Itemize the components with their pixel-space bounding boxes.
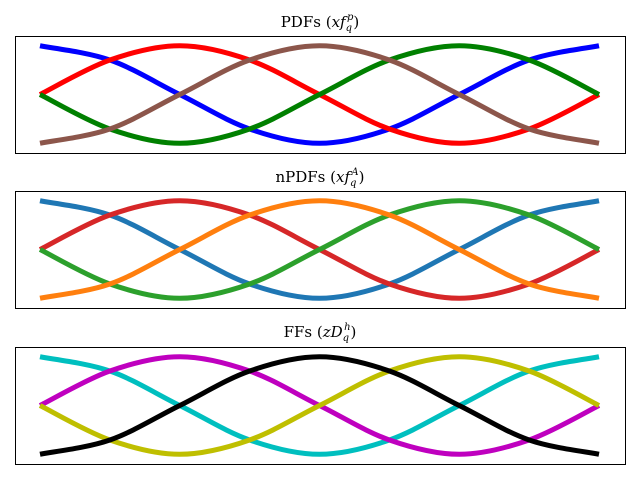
panel-title-var: xf	[336, 168, 352, 186]
panel-pdfs: PDFs (xfqp)	[15, 12, 626, 154]
series-line-npdfs-3	[38, 198, 601, 301]
panel-title-sub: q	[350, 178, 356, 189]
panel-title-main: FFs (	[284, 323, 323, 341]
panel-title-var: zD	[322, 323, 343, 341]
panel-ffs: FFs (zDqh)	[15, 322, 626, 465]
series-line-ffs-3	[38, 354, 601, 457]
panel-title-main: nPDFs (	[275, 168, 336, 186]
series-line-npdfs-4	[39, 198, 600, 301]
axes-frame-npdfs	[15, 191, 626, 309]
plot-area-ffs	[38, 354, 601, 457]
panel-title-var: xf	[332, 13, 348, 31]
axes-frame-ffs	[15, 347, 626, 465]
panel-title-npdfs: nPDFs (xfqA)	[275, 167, 364, 189]
panel-title-sup: h	[344, 322, 350, 333]
panel-title-close: )	[359, 168, 365, 186]
series-line-ffs-4	[39, 354, 600, 457]
plot-area-pdfs	[38, 43, 601, 146]
panel-title-sup: p	[347, 12, 354, 23]
panel-npdfs: nPDFs (xfqA)	[15, 167, 626, 309]
series-line-pdfs-3	[38, 43, 601, 146]
axes-frame-pdfs	[15, 36, 626, 154]
panel-title-close: )	[353, 13, 359, 31]
panel-title-close: )	[351, 323, 357, 341]
panel-title-sub: q	[343, 333, 349, 344]
panel-title-pdfs: PDFs (xfqp)	[281, 12, 360, 34]
panel-title-ffs: FFs (zDqh)	[284, 322, 357, 344]
series-line-pdfs-4	[39, 43, 600, 146]
plot-area-npdfs	[38, 198, 601, 301]
panel-title-sup: A	[350, 167, 358, 178]
panel-title-main: PDFs (	[281, 13, 332, 31]
series-line-npdfs-1	[39, 198, 600, 301]
series-line-ffs-1	[39, 354, 600, 457]
series-line-pdfs-1	[39, 43, 600, 146]
panel-title-sub: q	[346, 23, 352, 34]
